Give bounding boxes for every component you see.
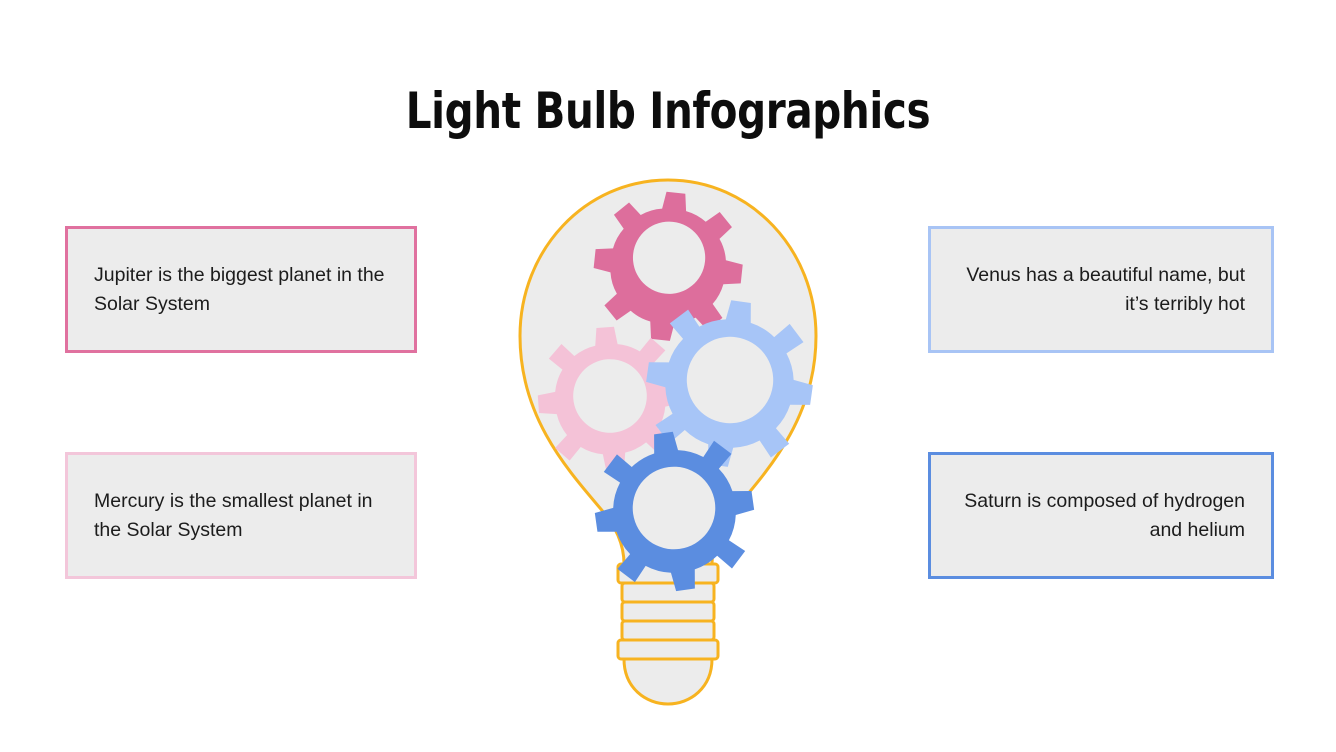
callout-saturn-text: Saturn is composed of hydrogen and heliu… — [964, 490, 1245, 541]
page-title: Light Bulb Infographics — [405, 82, 931, 140]
callout-jupiter[interactable]: Jupiter is the biggest planet in the Sol… — [65, 226, 417, 353]
gear-left-icon — [537, 326, 683, 472]
callout-venus-text: Venus has a beautiful name, but it’s ter… — [966, 264, 1245, 315]
gear-bottom-icon — [594, 431, 755, 592]
callout-mercury-text: Mercury is the smallest planet in the So… — [94, 490, 373, 541]
callout-mercury[interactable]: Mercury is the smallest planet in the So… — [65, 452, 417, 579]
light-bulb-illustration — [498, 168, 838, 708]
gear-top-icon — [593, 191, 743, 341]
gear-right-icon — [646, 300, 813, 467]
bulb-screw-base-icon — [616, 562, 720, 706]
callout-saturn[interactable]: Saturn is composed of hydrogen and heliu… — [928, 452, 1274, 579]
callout-venus[interactable]: Venus has a beautiful name, but it’s ter… — [928, 226, 1274, 353]
callout-jupiter-text: Jupiter is the biggest planet in the Sol… — [94, 264, 385, 315]
